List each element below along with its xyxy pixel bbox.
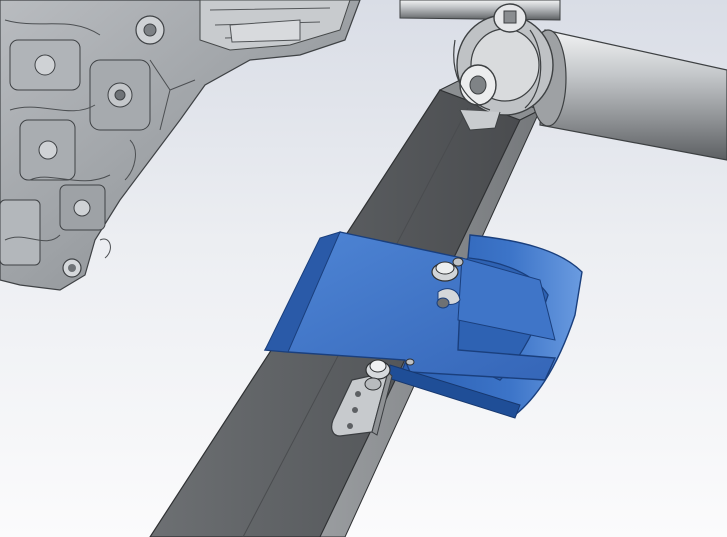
mounting-bracket[interactable] <box>263 231 583 419</box>
bolt-lower[interactable] <box>364 358 415 391</box>
shaft-coupling[interactable] <box>453 3 554 131</box>
bolt-upper[interactable] <box>431 257 464 282</box>
gearbox-assembly[interactable] <box>0 0 361 291</box>
